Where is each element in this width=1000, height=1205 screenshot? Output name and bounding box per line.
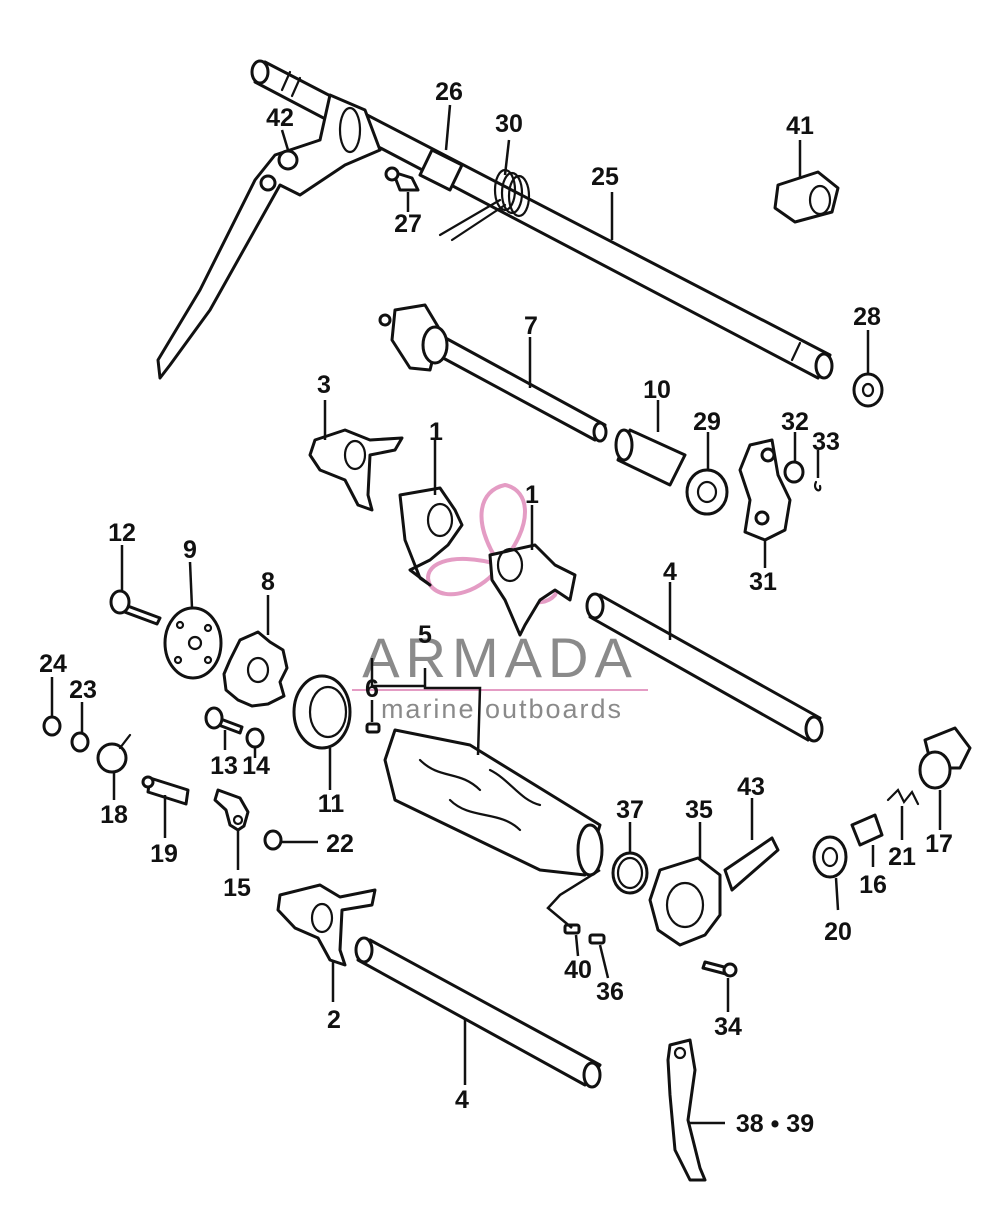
part-5-shift-drum <box>383 728 604 877</box>
part-29-bearing <box>685 468 729 516</box>
part-3-shift-fork <box>308 428 404 512</box>
callout-28: 28 <box>853 303 881 331</box>
part-35-housing <box>648 856 722 947</box>
callout-35: 35 <box>685 796 713 824</box>
part-23-washer <box>70 731 90 753</box>
part-19-sensor <box>141 775 190 806</box>
callout-7: 7 <box>524 312 538 340</box>
callout-27: 27 <box>394 210 422 238</box>
callout-40: 40 <box>564 956 592 984</box>
callout-33: 33 <box>812 428 840 456</box>
part-21-spring <box>886 788 920 806</box>
callout-18: 18 <box>100 801 128 829</box>
part-22-nut <box>263 829 283 851</box>
callout-32: 32 <box>781 408 809 436</box>
callout-9: 9 <box>183 536 197 564</box>
part-6-pin <box>365 722 381 734</box>
part-11-bearing <box>292 674 352 750</box>
callout-4b: 4 <box>455 1086 469 1114</box>
part-40-pin <box>563 923 581 935</box>
leader-lines <box>50 104 942 1125</box>
callout-41: 41 <box>786 112 814 140</box>
callout-17: 17 <box>925 830 953 858</box>
part-16-plunger <box>850 813 884 847</box>
part-38-39-lever <box>666 1038 707 1182</box>
part-30-spring <box>438 168 531 242</box>
callout-29: 29 <box>693 408 721 436</box>
callout-15: 15 <box>223 874 251 902</box>
callout-5: 5 <box>418 621 432 649</box>
callout-8: 8 <box>261 568 275 596</box>
part-2-shift-fork <box>276 883 377 967</box>
callout-11: 11 <box>318 790 345 818</box>
part-10-sleeve <box>614 428 687 487</box>
part-26-collar <box>418 148 464 192</box>
part-1-shift-fork-a <box>398 486 464 587</box>
part-41-clamp <box>773 170 840 224</box>
callout-14: 14 <box>242 752 270 780</box>
callout-1b: 1 <box>525 481 539 509</box>
part-18-switch <box>96 733 132 774</box>
callout-37: 37 <box>616 796 644 824</box>
callout-26: 26 <box>435 78 463 106</box>
part-24-nut <box>42 715 62 737</box>
watermark-tagline: marine outboards <box>381 694 623 724</box>
part-1-shift-fork-b <box>488 543 577 637</box>
callout-13: 13 <box>210 752 238 780</box>
part-32-washer <box>783 460 805 484</box>
part-43-bracket <box>723 836 780 892</box>
part-14-washer <box>245 727 265 749</box>
watermark-brand: ARMADA <box>362 626 638 689</box>
callout-21: 21 <box>888 843 916 871</box>
part-13-bolt <box>204 706 244 735</box>
callout-10: 10 <box>643 376 671 404</box>
callout-16: 16 <box>859 871 887 899</box>
part-34-screw <box>701 960 738 978</box>
part-8-star-cam <box>222 630 289 708</box>
callout-43: 43 <box>737 773 765 801</box>
callout-23: 23 <box>69 676 97 704</box>
part-4-fork-shaft-lower <box>354 936 602 1089</box>
part-42-shift-lever <box>156 93 382 380</box>
callout-6: 6 <box>365 675 379 703</box>
part-9-plate <box>163 606 223 680</box>
callout-30: 30 <box>495 110 523 138</box>
part-28-washer <box>852 372 884 408</box>
callout-labels: 26 30 42 25 41 27 7 28 3 10 29 32 33 1 1… <box>39 78 953 1138</box>
callout-38-39: 38 • 39 <box>736 1110 814 1138</box>
callout-4a: 4 <box>663 558 677 586</box>
callout-19: 19 <box>150 840 178 868</box>
callout-42: 42 <box>266 104 294 132</box>
part-36-pin <box>588 933 606 945</box>
part-25-shift-shaft <box>250 59 834 380</box>
part-27-bolt <box>384 166 420 192</box>
part-33-clip <box>814 480 822 492</box>
callout-3: 3 <box>317 371 331 399</box>
callout-22: 22 <box>326 830 354 858</box>
callout-31: 31 <box>749 568 777 596</box>
part-31-arm <box>738 438 792 542</box>
callout-24: 24 <box>39 650 67 678</box>
part-17-plug <box>918 726 972 790</box>
part-15-stopper-arm <box>213 788 250 832</box>
callout-20: 20 <box>824 918 852 946</box>
callout-25: 25 <box>591 163 619 191</box>
part-12-bolt <box>109 589 162 626</box>
callout-36: 36 <box>596 978 624 1006</box>
part-37-o-ring <box>611 851 649 895</box>
part-20-seal <box>812 835 848 879</box>
part-7-shaft <box>378 303 608 443</box>
callout-12: 12 <box>108 519 136 547</box>
callout-34: 34 <box>714 1013 742 1041</box>
part-4-fork-shaft-upper <box>585 592 824 743</box>
callout-2: 2 <box>327 1006 341 1034</box>
callout-1a: 1 <box>429 418 443 446</box>
